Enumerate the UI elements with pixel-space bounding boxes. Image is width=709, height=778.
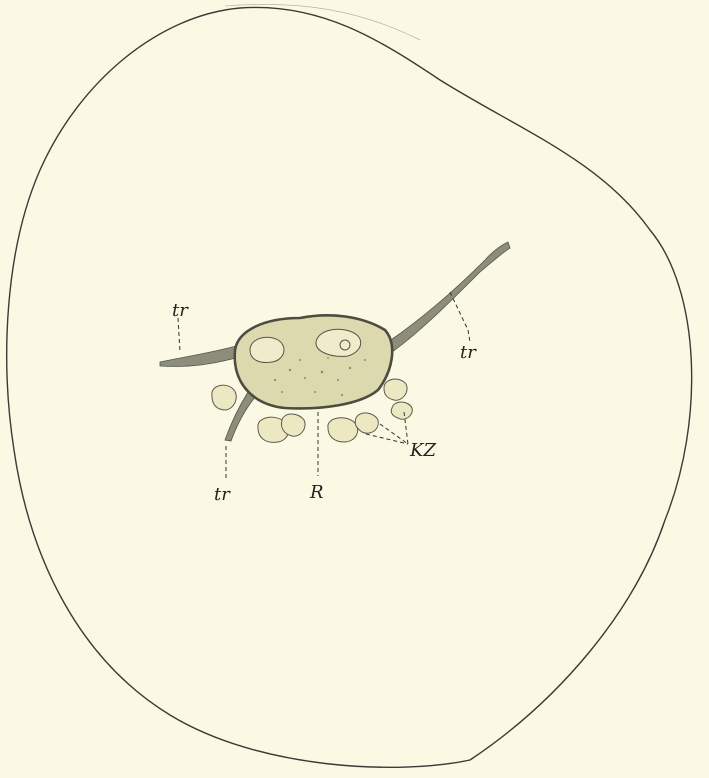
label-KZ: KZ	[409, 440, 436, 461]
label-tr-left: tr	[172, 300, 189, 321]
cell-body	[235, 315, 392, 408]
label-R: R	[309, 482, 324, 503]
nucleus-right	[316, 329, 361, 356]
nucleus-left	[250, 337, 284, 362]
label-tr-right: tr	[460, 342, 477, 363]
label-tr-bottom: tr	[214, 484, 231, 505]
